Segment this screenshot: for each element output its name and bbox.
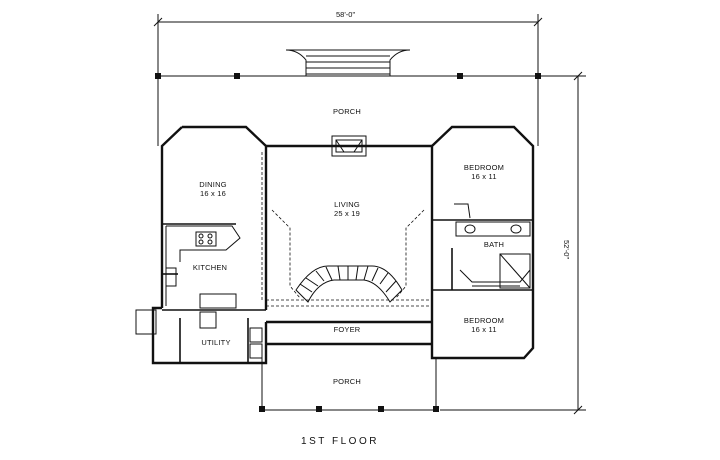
room-size: 25 x 19 bbox=[333, 209, 361, 218]
exterior-walls bbox=[151, 125, 535, 365]
kitchen-label: KITCHEN bbox=[193, 263, 227, 272]
porch-front-label: PORCH bbox=[333, 377, 361, 386]
room-name: BEDROOM bbox=[463, 316, 505, 325]
room-name: LIVING bbox=[334, 200, 360, 209]
fireplace bbox=[331, 135, 367, 157]
depth-dimension-label: 52'-0" bbox=[562, 240, 571, 260]
depth-dimension-line bbox=[440, 71, 586, 415]
room-name: UTILITY bbox=[201, 338, 231, 347]
utility-label: UTILITY bbox=[201, 338, 230, 347]
room-name: KITCHEN bbox=[192, 263, 228, 272]
room-name: PORCH bbox=[332, 107, 362, 116]
floor-title: 1ST FLOOR bbox=[301, 436, 379, 447]
room-size: 16 x 16 bbox=[199, 189, 227, 198]
stair bbox=[295, 265, 403, 303]
utility-appliances bbox=[135, 309, 263, 359]
dining-label: DINING 16 x 16 bbox=[199, 180, 226, 198]
porch-rear-label: PORCH bbox=[333, 107, 361, 116]
living-label: LIVING 25 x 19 bbox=[334, 200, 360, 218]
interior-walls bbox=[162, 219, 533, 363]
bedroom-closet bbox=[459, 269, 531, 287]
living-dashed-outline bbox=[261, 152, 432, 307]
room-size: 16 x 11 bbox=[471, 325, 497, 334]
foyer-label: FOYER bbox=[334, 325, 361, 334]
kitchen-counters bbox=[165, 225, 241, 329]
bedroom-2-label: BEDROOM 16 x 11 bbox=[464, 316, 504, 334]
room-name: BATH bbox=[483, 240, 505, 249]
front-porch-outline bbox=[261, 344, 437, 411]
bath-fixtures bbox=[454, 203, 531, 289]
width-dimension-label: 58'-0" bbox=[336, 10, 356, 19]
width-dimension-line bbox=[153, 14, 543, 76]
room-name: PORCH bbox=[332, 377, 362, 386]
room-name: FOYER bbox=[333, 325, 361, 334]
room-name: DINING bbox=[199, 180, 227, 189]
rear-porch-outline bbox=[157, 75, 539, 146]
room-name: BEDROOM bbox=[463, 163, 505, 172]
room-size: 16 x 11 bbox=[471, 172, 497, 181]
porch-columns bbox=[155, 73, 541, 412]
rear-steps bbox=[285, 49, 411, 76]
bath-label: BATH bbox=[484, 240, 504, 249]
bedroom-1-label: BEDROOM 16 x 11 bbox=[464, 163, 504, 181]
